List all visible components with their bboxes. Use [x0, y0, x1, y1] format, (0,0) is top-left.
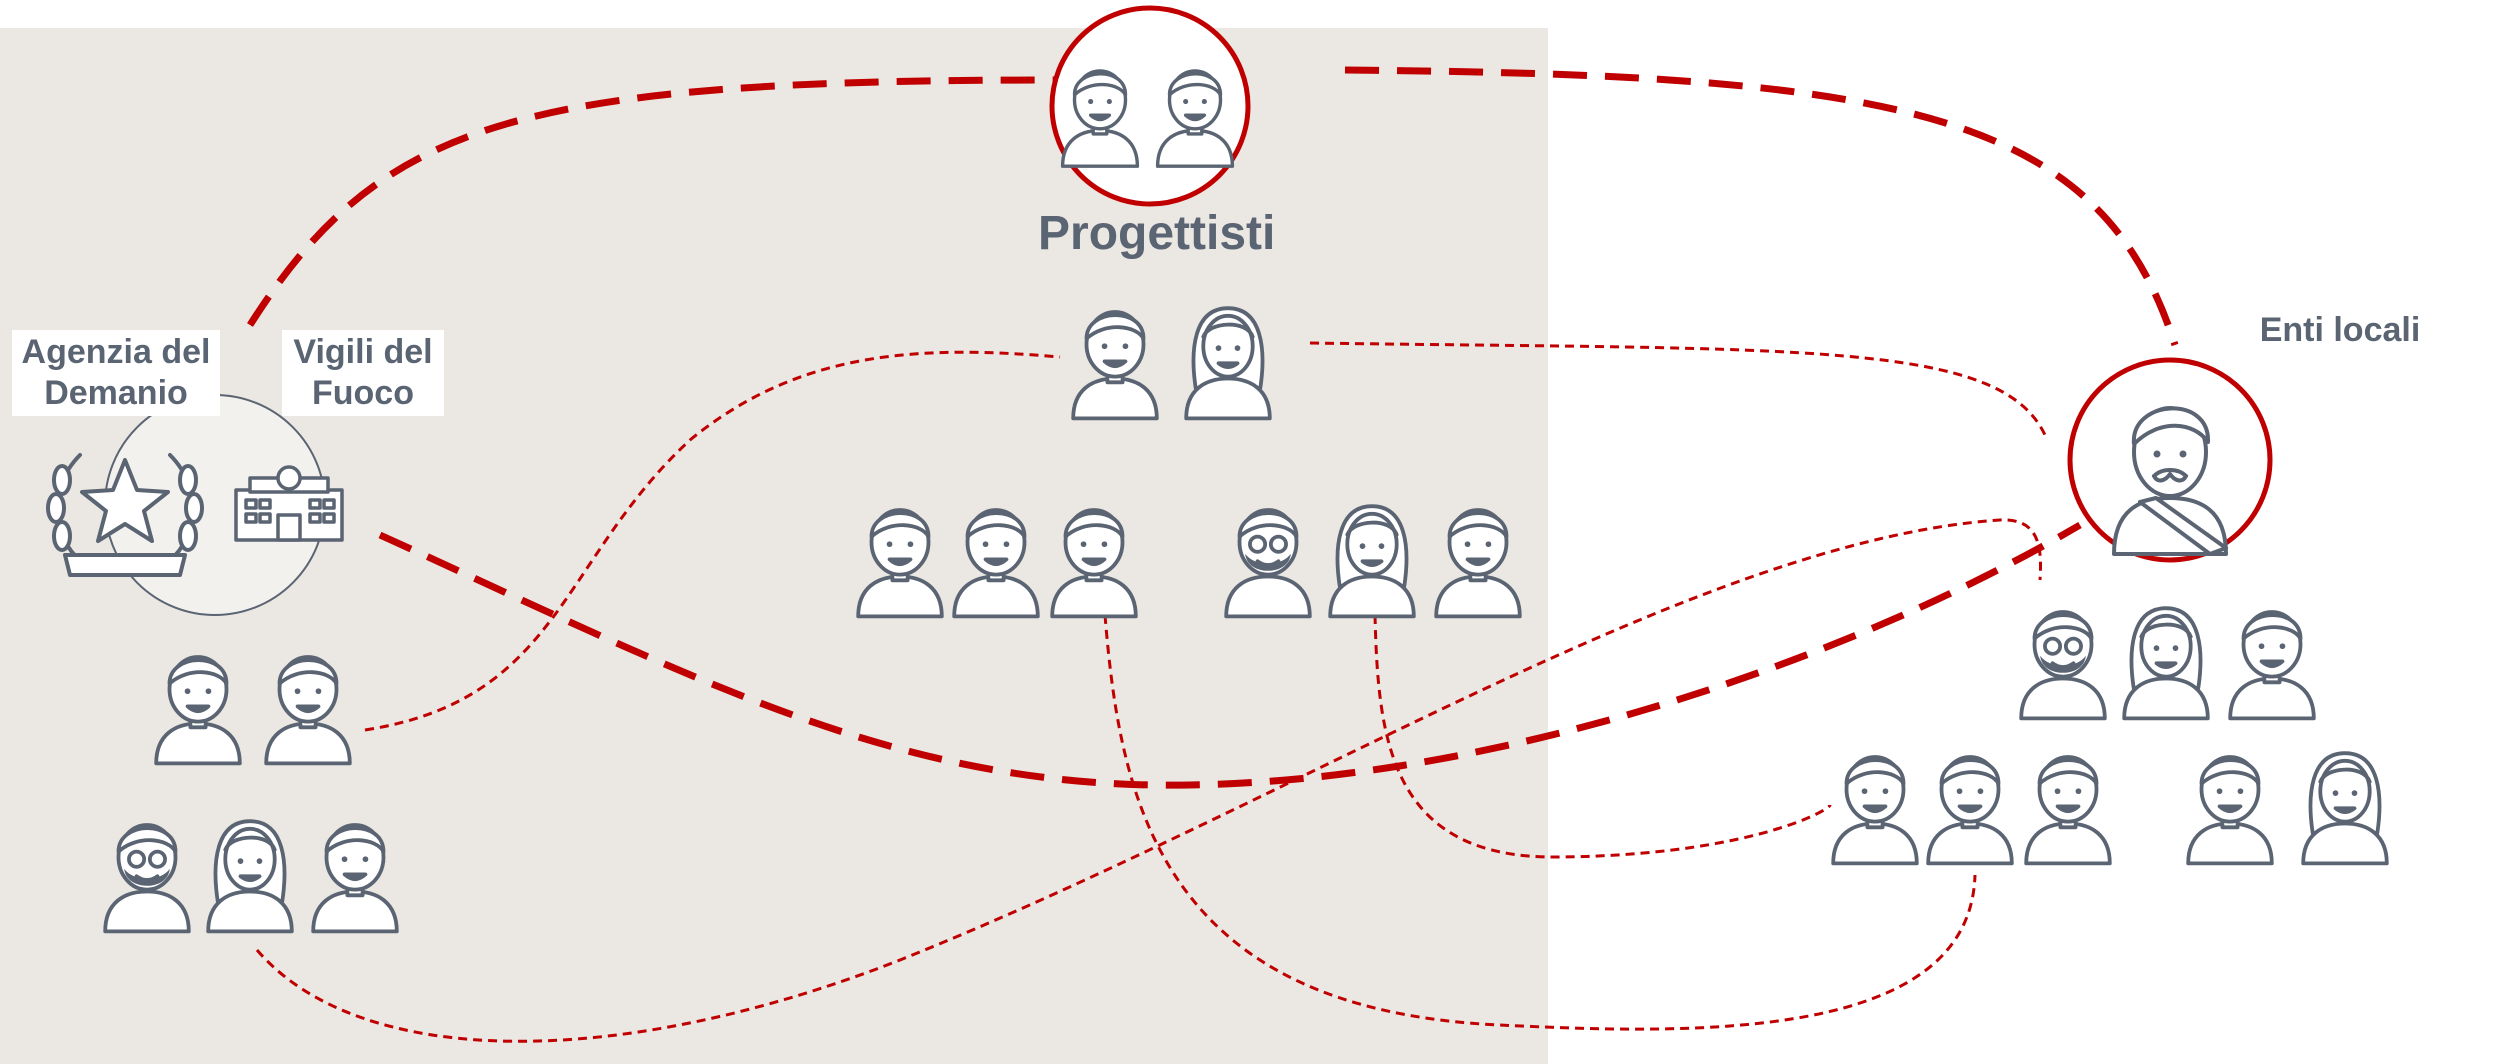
progettisti-label: Progettisti — [1038, 207, 1276, 260]
fire-station-building-icon — [234, 465, 344, 542]
person-icon — [2122, 606, 2210, 721]
agenzia-label-line2: Demanio — [44, 373, 188, 412]
person-icon — [1328, 504, 1416, 619]
center-trio-group-a — [856, 508, 1138, 619]
person-icon — [2301, 751, 2389, 866]
right-pair-group — [2186, 751, 2389, 866]
person-icon — [2186, 755, 2274, 866]
person-icon — [1831, 755, 1919, 866]
vigili-label-line1: Vigili del — [293, 333, 433, 371]
agenzia-vigili-group — [46, 394, 344, 616]
enti-locali-label: Enti locali — [2259, 311, 2421, 349]
left-trio-group — [103, 819, 399, 934]
person-icon — [2228, 610, 2316, 721]
laurel-star-emblem-icon — [46, 453, 204, 577]
vigili-label-line2: Fuoco — [312, 373, 414, 412]
person-icon — [2019, 610, 2107, 721]
enti-locali-lead-group — [2067, 357, 2273, 563]
right-trio-group-bottom — [1831, 755, 2112, 866]
progettisti-lead-group — [1049, 5, 1251, 207]
vigili-fuoco-label: Vigili del Fuoco — [282, 330, 444, 416]
person-icon — [206, 819, 294, 934]
person-icon — [1184, 306, 1272, 421]
agenzia-demanio-label: Agenzia del Demanio — [12, 330, 220, 416]
person-icon — [1926, 755, 2014, 866]
main-connections — [247, 66, 2179, 789]
secondary-connections — [255, 341, 2047, 1043]
center-trio-group-b — [1224, 504, 1522, 619]
agenzia-label-line1: Agenzia del — [21, 333, 211, 371]
right-trio-group-top — [2019, 606, 2316, 721]
person-icon — [2024, 755, 2112, 866]
